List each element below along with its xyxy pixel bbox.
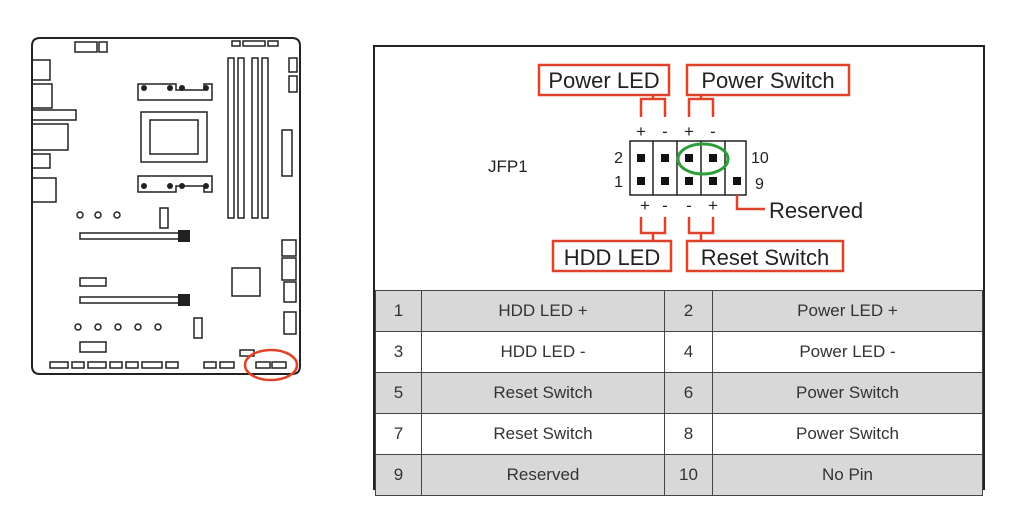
pin-label-9: 9 [755, 176, 764, 193]
pin-label-10: 10 [751, 150, 769, 167]
polarity-hdd-led-minus: - [662, 196, 668, 215]
power-switch-pins-highlight [676, 142, 730, 176]
pin-number: 3 [375, 331, 422, 373]
reset-switch-bracket [687, 217, 715, 241]
polarity-hdd-led-plus: + [640, 196, 650, 215]
pin-description: Power Switch [712, 372, 983, 414]
polarity-power-switch-plus: + [684, 122, 694, 141]
power-switch-callout: Power Switch [701, 68, 834, 93]
reserved-callout: Reserved [769, 198, 863, 223]
power-led-callout-box [537, 63, 671, 97]
table-row: 7 Reset Switch 8 Power Switch [375, 413, 983, 455]
polarity-power-switch-minus: - [710, 122, 716, 141]
hdd-led-callout: HDD LED [564, 245, 661, 270]
pin-definition-table: 1 HDD LED + 2 Power LED + 3 HDD LED - 4 … [375, 290, 983, 496]
pin-label-1: 1 [614, 174, 623, 191]
pin-description: HDD LED + [421, 290, 665, 332]
power-switch-bracket [687, 93, 715, 117]
pin-number: 10 [664, 454, 713, 496]
pin-description: Power LED + [712, 290, 983, 332]
reset-switch-callout: Reset Switch [701, 245, 829, 270]
pin-number: 4 [664, 331, 713, 373]
pin-description: Reset Switch [421, 372, 665, 414]
polarity-power-led-minus: - [662, 122, 668, 141]
pin-number: 9 [375, 454, 422, 496]
pin-number: 1 [375, 290, 422, 332]
pin-number: 7 [375, 413, 422, 455]
pin-number: 6 [664, 372, 713, 414]
pin-array [637, 154, 741, 185]
jfp1-location-highlight [243, 348, 299, 382]
pin-number: 8 [664, 413, 713, 455]
power-led-callout: Power LED [548, 68, 659, 93]
polarity-power-led-plus: + [636, 122, 646, 141]
pin-number: 2 [664, 290, 713, 332]
hdd-led-bracket [639, 217, 667, 241]
power-led-bracket [639, 93, 667, 117]
table-row: 3 HDD LED - 4 Power LED - [375, 331, 983, 373]
jfp1-connector-diagram: JFP1 2 1 10 9 + - + - + - - + [488, 63, 863, 273]
jfp1-panel: JFP1 2 1 10 9 + - + - + - - + [373, 45, 985, 496]
reset-switch-callout-box [685, 239, 845, 273]
table-row: 9 Reserved 10 No Pin [375, 454, 983, 496]
pin-number: 5 [375, 372, 422, 414]
polarity-reset-switch-minus: - [686, 196, 692, 215]
pin-description: Power Switch [712, 413, 983, 455]
table-row: 1 HDD LED + 2 Power LED + [375, 290, 983, 332]
pin-description: Reserved [421, 454, 665, 496]
polarity-reset-switch-plus: + [708, 196, 718, 215]
pin-description: No Pin [712, 454, 983, 496]
power-switch-callout-box [685, 63, 851, 97]
pin-description: HDD LED - [421, 331, 665, 373]
table-row: 5 Reset Switch 6 Power Switch [375, 372, 983, 414]
connector-name: JFP1 [488, 157, 528, 176]
pin-label-2: 2 [614, 150, 623, 167]
pin-description: Power LED - [712, 331, 983, 373]
pin-description: Reset Switch [421, 413, 665, 455]
hdd-led-callout-box [551, 239, 673, 273]
board-outline [31, 37, 301, 375]
reserved-leader [735, 195, 765, 211]
connector-body [629, 140, 747, 196]
motherboard-diagram [31, 37, 301, 382]
